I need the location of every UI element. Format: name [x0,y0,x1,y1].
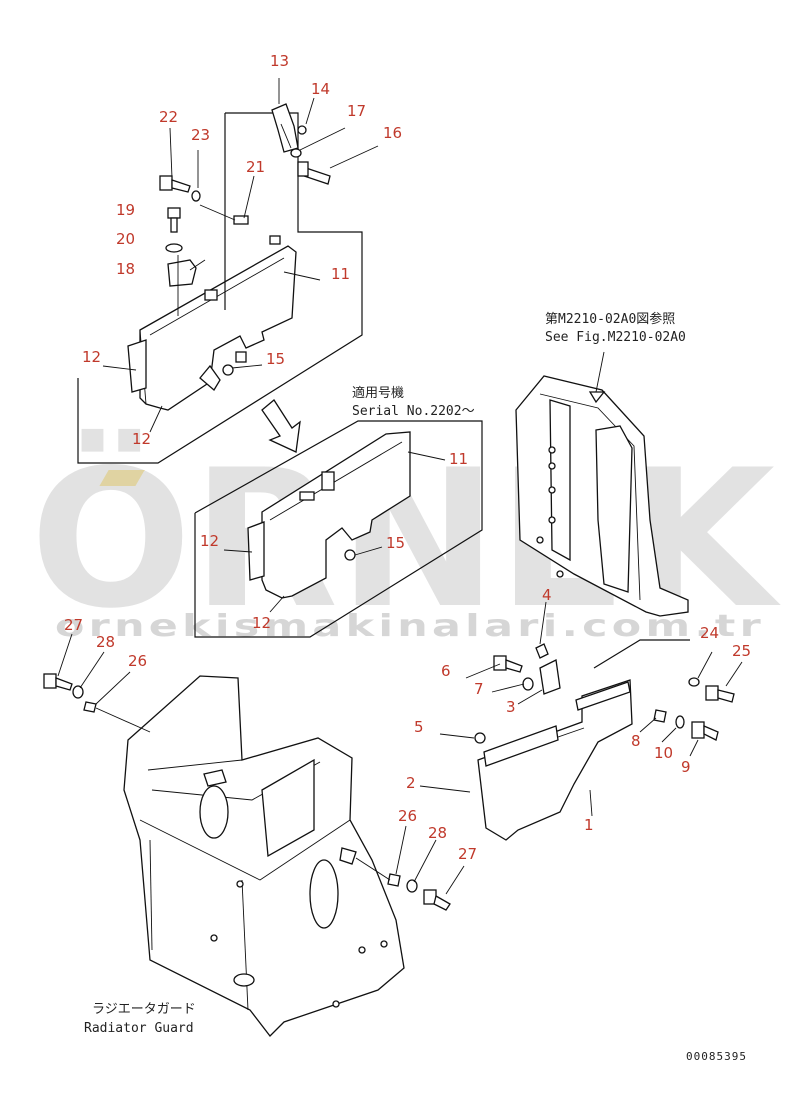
callout-21: 21 [246,158,265,176]
bolt-16-part [297,161,331,185]
cover-side-flange [127,339,147,393]
callout-4: 4 [542,586,552,604]
callout-15-upper: 15 [266,350,285,368]
callout-9: 9 [681,758,691,776]
watermark-url: ornekismakinalari.com.tr [55,609,765,644]
guard-window-lower [309,859,339,929]
bolt-22-part [159,175,191,193]
callout-3: 3 [506,698,516,716]
callout-26-right: 26 [398,807,417,825]
bolt-25-part [705,685,735,703]
clip-part [199,364,221,391]
bolt-6-part [493,655,523,673]
callout-23: 23 [191,126,210,144]
callout-12-upper-bottom: 12 [132,430,151,448]
washer-20-part [165,243,183,253]
washer-7-part [522,677,534,691]
serial-box-outline [194,420,483,638]
callout-27-right: 27 [458,845,477,863]
cover-plate-variant-part [261,431,411,599]
washer-28a-part [72,685,84,699]
callout-24: 24 [700,624,719,642]
bolt-9-part [691,721,719,741]
callout-18: 18 [116,260,135,278]
callout-11-upper: 11 [331,265,350,283]
washer-10-part [675,715,685,729]
clip-8-part [653,709,667,723]
callout-14: 14 [311,80,330,98]
callouts: 13 14 17 16 22 23 21 19 20 18 11 12 15 1… [64,52,751,863]
clip-26a-part [83,701,97,713]
callout-25: 25 [732,642,751,660]
latch-bracket-part [271,103,299,153]
callout-17: 17 [347,102,366,120]
see-fig-en-label: See Fig.M2210-02A0 [545,330,686,345]
washer-23-part [191,190,201,202]
nut-5-part [474,732,486,744]
washer-28b-part [406,879,418,893]
callout-22: 22 [159,108,178,126]
see-fig-jp-label: 第M2210-02A0図参照 [545,311,675,327]
callout-28-right: 28 [428,824,447,842]
callout-20: 20 [116,230,135,248]
callout-12-upper-left: 12 [82,348,101,366]
lower-cover-assembly [419,601,743,841]
washer-17-part [290,148,302,158]
callout-28-left: 28 [96,633,115,651]
reference-labels: 第M2210-02A0図参照 See Fig.M2210-02A0 適用号機 S… [84,311,747,1063]
serial-variant-assembly [194,420,483,638]
transition-arrow [261,399,301,453]
callout-2: 2 [406,774,416,792]
bolt-19-part [167,207,181,233]
radiator-guard-jp-label: ラジエータガード [92,1002,196,1017]
serial-jp-label: 適用号機 [352,385,404,401]
callout-6: 6 [441,662,451,680]
callout-16: 16 [383,124,402,142]
callout-12-serial-left: 12 [200,532,219,550]
watermark-accent-right [99,470,145,486]
figure-number: 00085395 [686,1050,747,1063]
assembly-outline [77,112,363,464]
plate-3-part [539,659,561,695]
callout-7: 7 [474,680,484,698]
callout-8: 8 [631,732,641,750]
callout-27-left: 27 [64,616,83,634]
callout-11-serial: 11 [449,450,468,468]
frame-post-part [595,425,633,593]
radiator-guard-en-label: Radiator Guard [84,1021,194,1036]
radiator-frame-assembly [515,351,689,617]
callout-5: 5 [414,718,424,736]
serial-en-label: Serial No.2202～ [352,404,475,419]
callout-15-serial: 15 [386,534,405,552]
clip-26b-part [387,873,401,887]
guard-body-part [123,675,405,1037]
bolt-27a-part [43,673,73,691]
cover-plate-part [139,245,297,411]
callout-26-left: 26 [128,652,147,670]
spacer-18-part [167,259,197,287]
callout-1: 1 [584,816,594,834]
callout-19: 19 [116,201,135,219]
callout-13: 13 [270,52,289,70]
bolt-27b-part [423,889,451,911]
washer-24-part [688,677,700,687]
radiator-guard-assembly [43,633,465,1037]
callout-12-serial-bottom: 12 [252,614,271,632]
upper-cover-assembly [77,78,379,464]
guard-window-upper [199,785,229,839]
nut-14-part [297,125,307,135]
callout-10: 10 [654,744,673,762]
